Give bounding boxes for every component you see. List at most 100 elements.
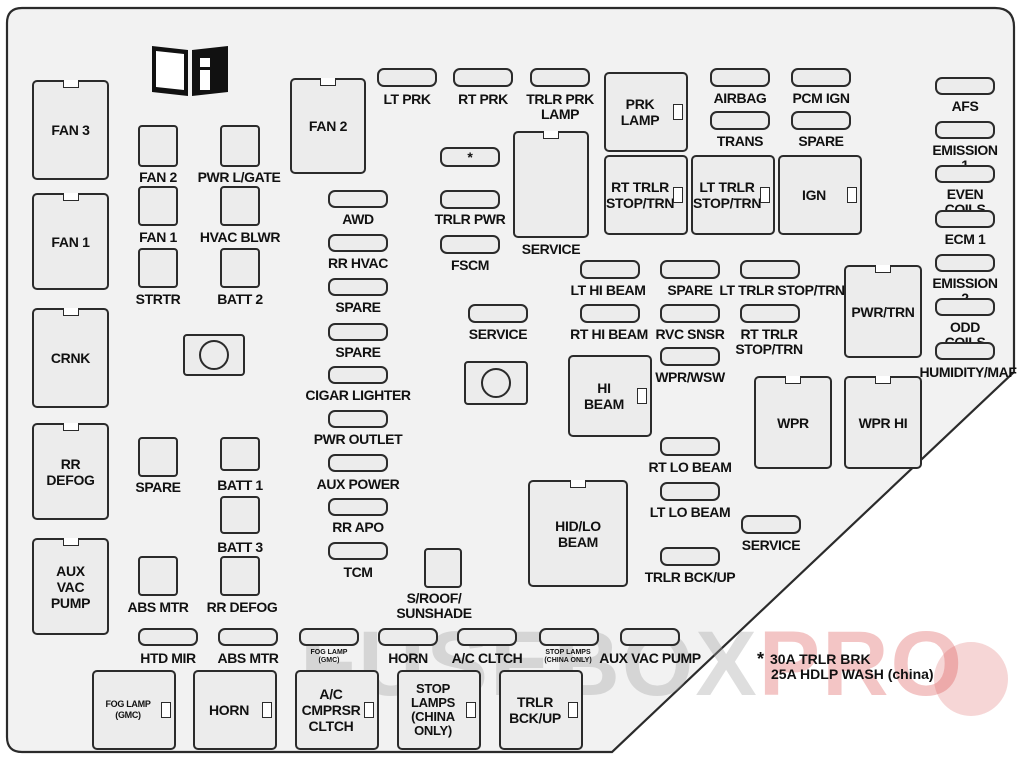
fuse-humidity-maf — [935, 342, 995, 360]
footnote-star: * — [757, 649, 765, 669]
relay-lt-trlr-stop-trn: LT TRLR STOP/TRN — [691, 155, 775, 235]
fuse-aux-vac-pump — [620, 628, 680, 646]
label-trlr-prk-lamp: TRLR PRK LAMP — [526, 91, 594, 122]
fuse-rt-lo-beam — [660, 437, 720, 456]
fuse-spare-right — [791, 111, 851, 130]
mounting-bolt-left — [183, 334, 245, 376]
fuse-pwr-l-gate — [220, 125, 260, 167]
fuse-fan-1-sq — [138, 186, 178, 226]
fuse-lt-lo-beam — [660, 482, 720, 501]
fuse-abs-mtr-bottom — [218, 628, 278, 646]
label-aux-vac-pump: AUX VAC PUMP — [599, 650, 701, 666]
fuse-abs-mtr-sq — [138, 556, 178, 596]
label-lt-trlr-stop-trn: LT TRLR STOP/TRN — [719, 282, 845, 298]
fuse-fscm — [440, 235, 500, 254]
label-service-mid: SERVICE — [468, 326, 528, 342]
fuse-lt-hi-beam — [580, 260, 640, 279]
mounting-bolt-center — [464, 361, 528, 405]
relay-fan-2: FAN 2 — [290, 78, 366, 174]
label-rr-hvac: RR HVAC — [328, 255, 388, 271]
relay-crnk: CRNK — [32, 308, 109, 408]
label-humidity-maf: HUMIDITY/MAF — [919, 364, 1017, 380]
relay-horn: HORN — [193, 670, 277, 750]
label-pwr-l-gate: PWR L/GATE — [197, 169, 281, 185]
fuse-batt-2 — [220, 248, 260, 288]
fuse-spare-1 — [328, 278, 388, 296]
relay-rr-defog: RR DEFOG — [32, 423, 109, 520]
label-lt-lo-beam: LT LO BEAM — [649, 504, 731, 520]
label-spare-sq: SPARE — [135, 479, 181, 495]
fuse-stop-lamps — [539, 628, 599, 646]
fuse-batt-1 — [220, 437, 260, 471]
label-batt-2: BATT 2 — [217, 291, 263, 307]
label-awd: AWD — [342, 211, 374, 227]
label-spare-2: SPARE — [335, 344, 381, 360]
relay-stop-lamps-china-only: STOP LAMPS (CHINA ONLY) — [397, 670, 481, 750]
label-rt-hi-beam: RT HI BEAM — [570, 326, 648, 342]
label-fan-2-sq: FAN 2 — [139, 169, 177, 185]
relay-wpr-hi: WPR HI — [844, 376, 922, 469]
footnote-line-2: 25A HDLP WASH (china) — [771, 666, 934, 682]
label-horn: HORN — [388, 650, 428, 666]
relay-service-label: SERVICE — [521, 241, 581, 257]
fuse-rt-trlr-stop-trn — [740, 304, 800, 323]
fuse-trlr-prk-lamp — [530, 68, 590, 87]
fuse-emission-1 — [935, 121, 995, 139]
fuse-service-low — [741, 515, 801, 534]
fuse-tcm — [328, 542, 388, 560]
relay-prk-lamp: PRK LAMP — [604, 72, 688, 152]
fuse-trans — [710, 111, 770, 130]
fuse-star: * — [440, 147, 500, 167]
label-s-roof-sunshade: S/ROOF/ SUNSHADE — [396, 590, 472, 621]
relay-hi-beam: HI BEAM — [568, 355, 652, 437]
fuse-trlr-bck-up — [660, 547, 720, 566]
fuse-rt-prk — [453, 68, 513, 87]
label-strtr: STRTR — [135, 291, 181, 307]
label-lt-prk: LT PRK — [383, 91, 431, 107]
fuse-pcm-ign — [791, 68, 851, 87]
label-wpr-wsw: WPR/WSW — [655, 369, 725, 385]
fuse-cigar-lighter — [328, 366, 388, 384]
label-batt-3: BATT 3 — [217, 539, 263, 555]
label-cigar-lighter: CIGAR LIGHTER — [305, 387, 411, 403]
label-htd-mir: HTD MIR — [140, 650, 196, 666]
fuse-spare-2 — [328, 323, 388, 341]
fuse-awd — [328, 190, 388, 208]
relay-hid-lo-beam: HID/LO BEAM — [528, 480, 628, 587]
label-a-c-cltch: A/C CLTCH — [451, 650, 523, 666]
label-spare-mid: SPARE — [667, 282, 713, 298]
label-pwr-outlet: PWR OUTLET — [313, 431, 403, 447]
relay-aux-vac-pump: AUX VAC PUMP — [32, 538, 109, 635]
label-rt-lo-beam: RT LO BEAM — [648, 459, 732, 475]
fuse-trlr-pwr — [440, 190, 500, 209]
fuse-a-c-cltch — [457, 628, 517, 646]
label-batt-1: BATT 1 — [217, 477, 263, 493]
fuse-fog-lamp-gmc — [299, 628, 359, 646]
fuse-service-mid — [468, 304, 528, 323]
label-rt-prk: RT PRK — [458, 91, 508, 107]
label-fan-1-sq: FAN 1 — [139, 229, 177, 245]
label-spare-right: SPARE — [798, 133, 844, 149]
fuse-fan-2-sq — [138, 125, 178, 167]
fuse-odd-coils — [935, 298, 995, 316]
label-ecm-1: ECM 1 — [944, 231, 986, 247]
fuse-rr-defog-sq — [220, 556, 260, 596]
relay-pwr-trn: PWR/TRN — [844, 265, 922, 358]
label-airbag: AIRBAG — [713, 90, 767, 106]
fuse-s-roof-sunshade — [424, 548, 462, 588]
book-info-icon — [152, 46, 228, 96]
label-afs: AFS — [951, 98, 979, 114]
relay-a-c-cmprsr-cltch: A/C CMPRSR CLTCH — [295, 670, 379, 750]
relay-wpr: WPR — [754, 376, 832, 469]
fuse-aux-power — [328, 454, 388, 472]
label-stop-lamps: STOP LAMPS (CHINA ONLY) — [544, 649, 592, 664]
label-abs-mtr-sq: ABS MTR — [127, 599, 189, 615]
fuse-wpr-wsw — [660, 347, 720, 366]
fuse-afs — [935, 77, 995, 95]
fuse-hvac-blwr — [220, 186, 260, 226]
fuse-htd-mir — [138, 628, 198, 646]
fuse-rt-hi-beam — [580, 304, 640, 323]
label-pcm-ign: PCM IGN — [792, 90, 850, 106]
fuse-rr-hvac — [328, 234, 388, 252]
